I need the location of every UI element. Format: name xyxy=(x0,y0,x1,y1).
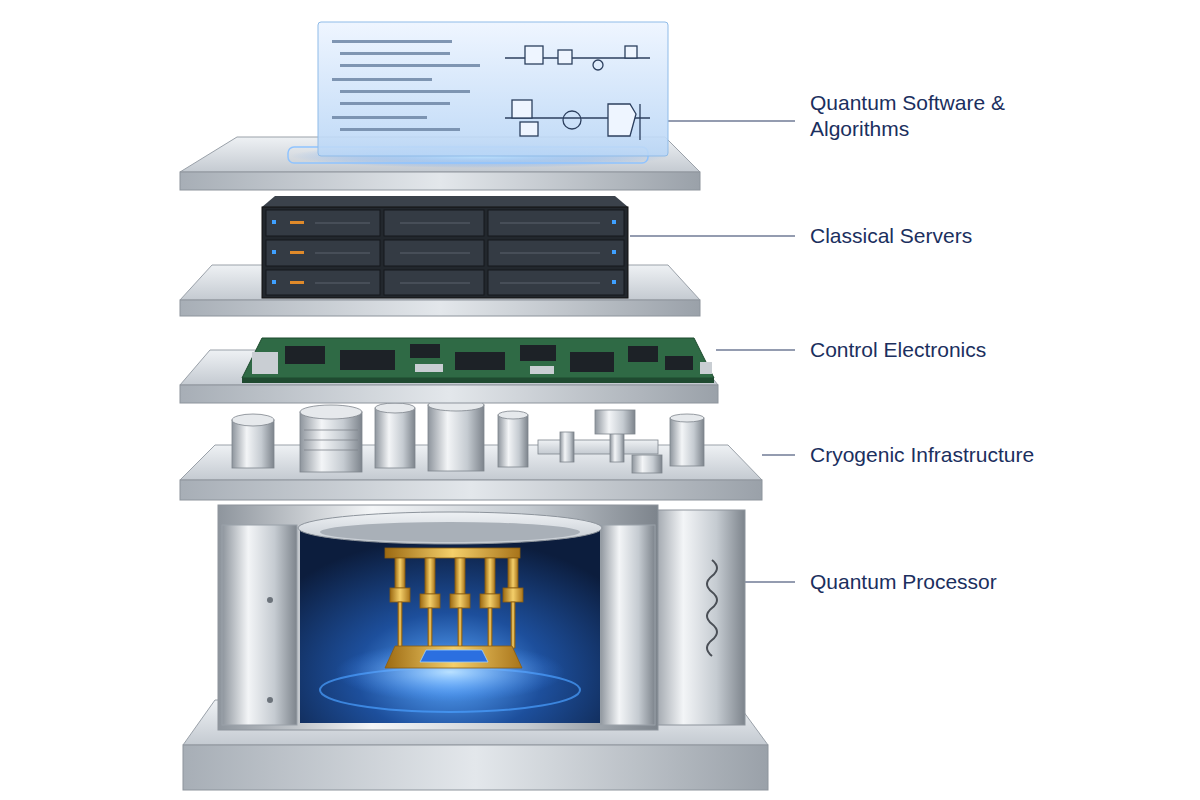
gold-chandelier xyxy=(385,548,523,668)
software-screen xyxy=(318,22,668,156)
cryogenic-components xyxy=(232,399,704,473)
server-plate xyxy=(180,265,700,316)
callout-label: Control Electronics xyxy=(810,337,986,363)
callout-label: Quantum Software & Algorithms xyxy=(810,90,1040,142)
callout-label: Classical Servers xyxy=(810,223,972,249)
callout-label: Cryogenic Infrastructure xyxy=(810,442,1034,468)
processor-housing xyxy=(183,505,768,790)
circuit-board xyxy=(242,338,714,383)
server-rack xyxy=(262,196,628,298)
callout-label: Quantum Processor xyxy=(810,569,997,595)
